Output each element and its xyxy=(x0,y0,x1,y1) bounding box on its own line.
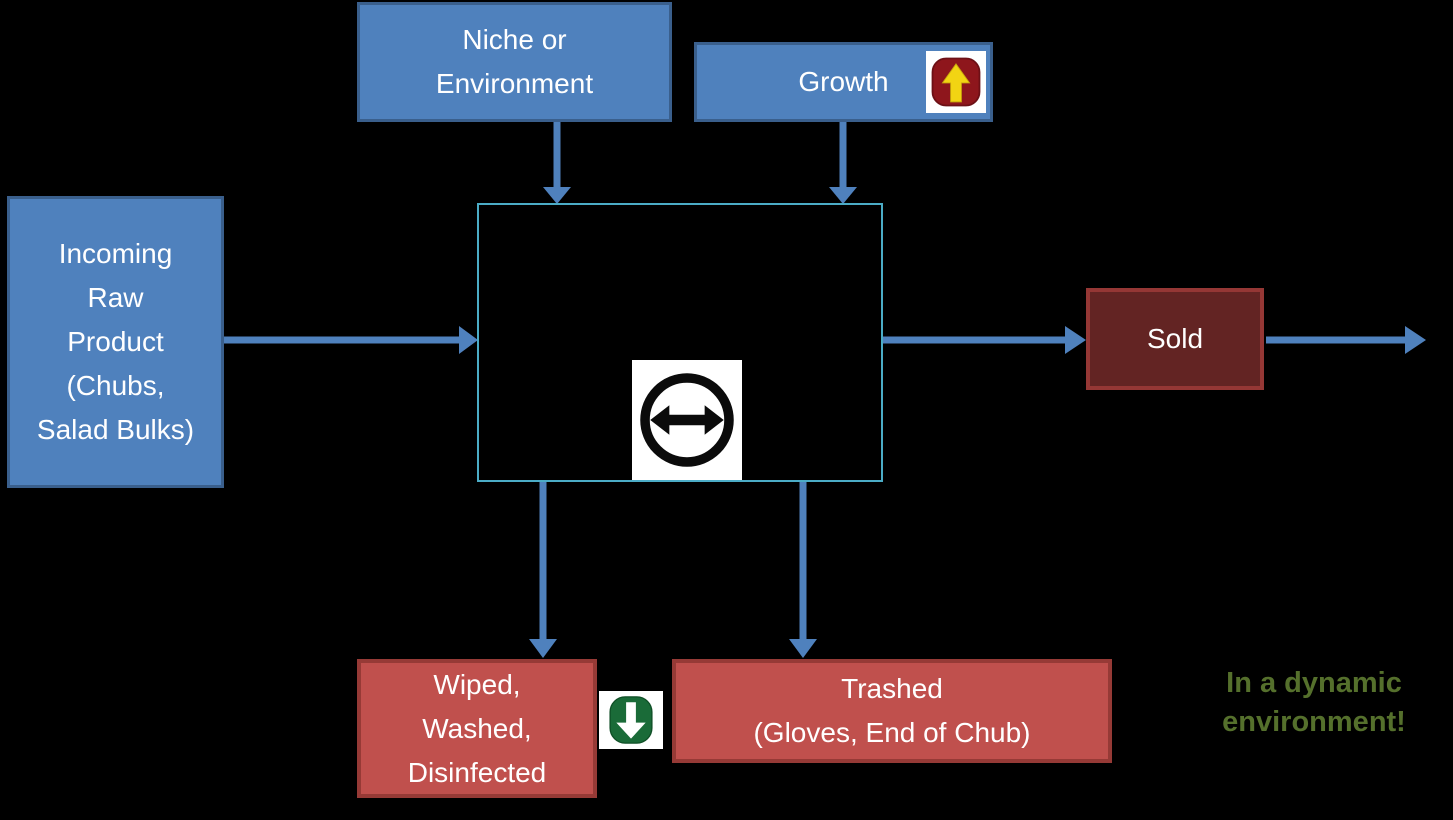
growth-box: Growth xyxy=(694,42,993,122)
arrow-niche-to-process xyxy=(543,122,571,204)
sold-label: Sold xyxy=(1146,323,1204,354)
arrow-sold-to-out xyxy=(1266,326,1426,354)
growth-label: Growth xyxy=(798,66,889,97)
wiped-washed-disinfected-label: Wiped, Washed, Disinfected xyxy=(407,668,547,788)
growth-increase-icon xyxy=(926,51,986,113)
horizontal-double-arrow-icon xyxy=(632,360,742,480)
sold-box: Sold xyxy=(1086,288,1264,390)
niche-environment-box: Niche or Environment xyxy=(357,2,672,122)
arrow-growth-to-process xyxy=(829,122,857,204)
trashed-label: Trashed (Gloves, End of Chub) xyxy=(753,673,1031,748)
decrease-down-arrow-icon xyxy=(599,691,663,749)
trashed-box: Trashed (Gloves, End of Chub) xyxy=(672,659,1112,763)
arrow-process-to-wiped xyxy=(529,482,557,658)
incoming-raw-product-label: Incoming Raw Product (Chubs, Salad Bulks… xyxy=(36,238,195,445)
incoming-raw-product-box: Incoming Raw Product (Chubs, Salad Bulks… xyxy=(7,196,224,488)
dynamic-environment-note: In a dynamic environment! xyxy=(1222,667,1406,738)
arrow-incoming-to-process xyxy=(224,326,478,354)
arrow-process-to-sold xyxy=(883,326,1086,354)
niche-environment-label: Niche or Environment xyxy=(435,24,594,99)
wiped-washed-disinfected-box: Wiped, Washed, Disinfected xyxy=(357,659,597,798)
arrow-process-to-trashed xyxy=(789,482,817,658)
